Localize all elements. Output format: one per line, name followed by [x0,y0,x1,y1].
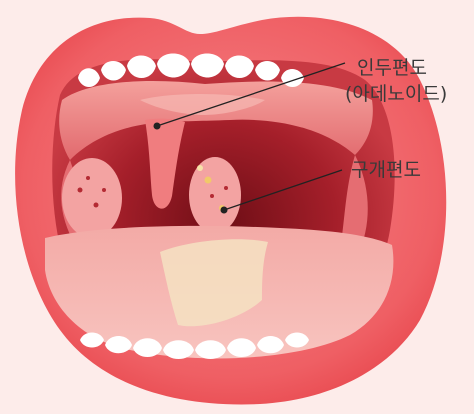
left-tonsil [62,158,122,238]
adenoid-label: 인두편도 [357,56,427,80]
adenoid-pointer-dot [154,123,161,130]
tonsil-label: 구개편도 [351,158,421,182]
tonsil-pointer-dot [221,207,228,214]
adenoid-label-subtitle: (아데노이드) [345,82,447,106]
right-tonsil [189,157,241,233]
